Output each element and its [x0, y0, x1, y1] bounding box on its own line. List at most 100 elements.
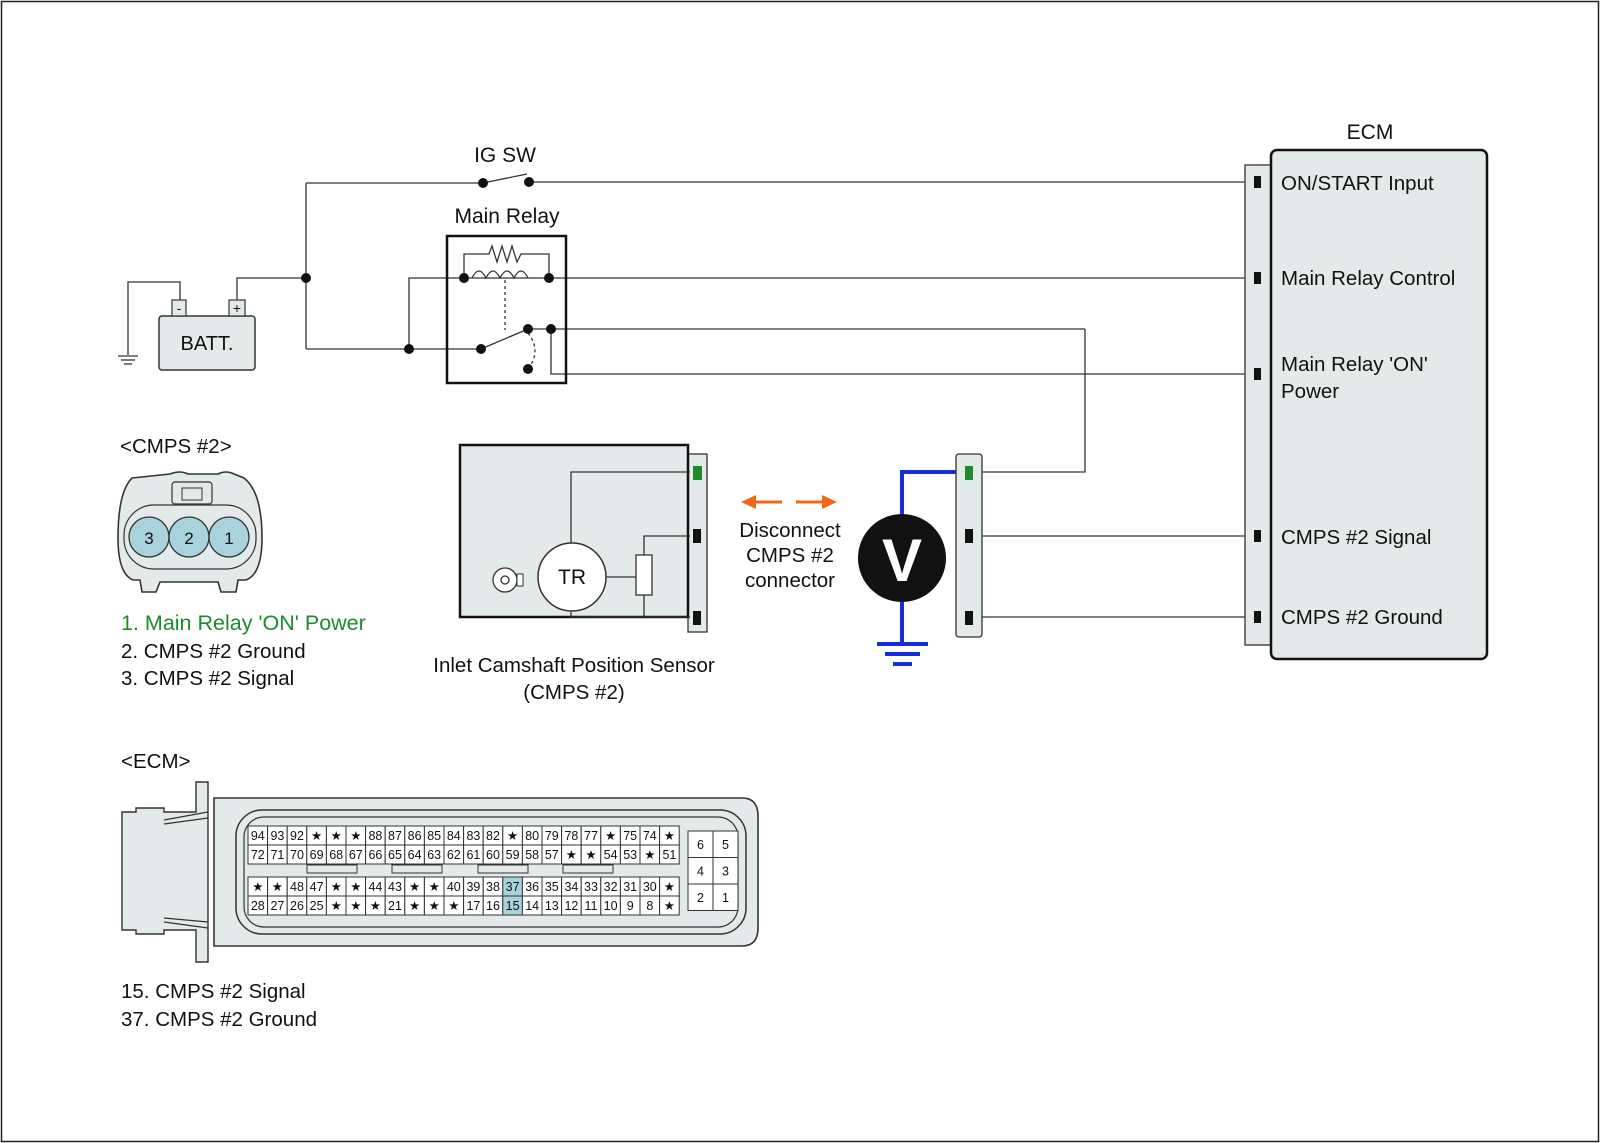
- ecm-side-cell: [712, 830, 739, 858]
- cmps-pin-1: 1: [224, 529, 233, 548]
- ecm-pin-cmps-ground: CMPS #2 Ground: [1281, 606, 1443, 629]
- ecm-pin-label: ★: [429, 899, 440, 913]
- ecm-pin-relay-control: Main Relay Control: [1281, 267, 1455, 290]
- ecm-pin-label: 15: [506, 899, 520, 913]
- ecm-pin-label: ★: [664, 880, 675, 894]
- ecm-pin-label: ★: [350, 829, 361, 843]
- ecm-pin-label: 8: [646, 899, 653, 913]
- ecm-pin-label: 37: [506, 880, 520, 894]
- ecm-pin-label: 51: [662, 848, 676, 862]
- ecm-legend-2: 37. CMPS #2 Ground: [121, 1008, 317, 1031]
- ecm-pin-label: 70: [290, 848, 304, 862]
- ecm-pin-label: 30: [643, 880, 657, 894]
- ecm-pin-label: ★: [331, 829, 342, 843]
- ecm-pin-label: 85: [427, 829, 441, 843]
- ecm-pin-label: 13: [545, 899, 559, 913]
- ecm-pin-label: 94: [251, 829, 265, 843]
- ecm-pin-label: 10: [604, 899, 618, 913]
- ecm-side-label: 3: [722, 865, 729, 879]
- ecm-pin-label: 9: [627, 899, 634, 913]
- ecm-pin-label: 16: [486, 899, 500, 913]
- ecm-pin-label: ★: [311, 829, 322, 843]
- ecm-pin-label: 93: [270, 829, 284, 843]
- ecm-side-label: 4: [697, 865, 704, 879]
- cmps-sensor: TR Inlet Camshaft Position Sensor (CMPS …: [433, 443, 715, 704]
- ecm-pin-label: 32: [604, 880, 618, 894]
- ecm-pin-label: ★: [409, 899, 420, 913]
- ecm-pin-label: 44: [368, 880, 382, 894]
- cmps-pin-2: 2: [184, 529, 193, 548]
- ecm-pin-label: 53: [623, 848, 637, 862]
- ecm-pin-label: ★: [664, 829, 675, 843]
- ecm-pin-label: 28: [251, 899, 265, 913]
- ecm-pin-label: 66: [368, 848, 382, 862]
- wires: [118, 173, 1256, 618]
- main-relay-label: Main Relay: [454, 205, 560, 228]
- battery: - + BATT.: [158, 299, 256, 371]
- cmps-legend-3: 3. CMPS #2 Signal: [121, 667, 294, 690]
- ecm-pin-label: 39: [466, 880, 480, 894]
- sensor-name-2: (CMPS #2): [523, 681, 624, 704]
- ecm-pin-label: 78: [564, 829, 578, 843]
- ecm-pin-label: 54: [604, 848, 618, 862]
- ecm-pin-label: 35: [545, 880, 559, 894]
- ecm-pin-label: 21: [388, 899, 402, 913]
- ecm-pin-label: ★: [370, 899, 381, 913]
- ecm-pin-label: ★: [331, 899, 342, 913]
- ecm-pin-cell: [659, 895, 680, 916]
- ecm-pin-relay-on-power: Main Relay 'ON': [1281, 353, 1428, 376]
- ecm-pin-label: 57: [545, 848, 559, 862]
- ecm-pin-label: 68: [329, 848, 343, 862]
- ecm-pin-label: 72: [251, 848, 265, 862]
- ecm-pin-label: ★: [350, 899, 361, 913]
- ecm-pin-label: 65: [388, 848, 402, 862]
- ecm-pin-relay-on-power-2: Power: [1281, 380, 1339, 403]
- disconnect-text-2: CMPS #2: [746, 544, 834, 567]
- ecm-side-cell: [687, 857, 714, 885]
- disconnect-arrows: Disconnect CMPS #2 connector: [739, 495, 841, 592]
- battery-label: BATT.: [181, 333, 234, 355]
- ecm-pin-label: 84: [447, 829, 461, 843]
- ecm-pin-label: 60: [486, 848, 500, 862]
- ecm-pin-label: 11: [585, 899, 598, 913]
- battery-minus: -: [177, 300, 182, 316]
- ecm-pin-label: 75: [623, 829, 637, 843]
- ecm-pin-label: 88: [368, 829, 382, 843]
- ecm-pin-label: ★: [350, 880, 361, 894]
- ecm-side-label: 1: [722, 891, 729, 905]
- ecm-pin-label: 59: [506, 848, 520, 862]
- ecm-side-label: 5: [722, 838, 729, 852]
- ecm-pin-label: 64: [408, 848, 422, 862]
- ecm-pin-label: 34: [564, 880, 578, 894]
- ecm-pin-label: 33: [584, 880, 598, 894]
- ecm-pin-label: ★: [644, 848, 655, 862]
- sensor-tr-label: TR: [558, 566, 586, 589]
- ecm-pin-label: 12: [564, 899, 578, 913]
- ecm-title: ECM: [1347, 121, 1394, 144]
- ecm-pin-label: 79: [545, 829, 559, 843]
- ecm-pin-label: ★: [429, 880, 440, 894]
- ecm-pin-label: 47: [310, 880, 324, 894]
- ecm-module: ECM ON/START Input Main Relay Control Ma…: [1244, 121, 1489, 661]
- ecm-pin-cell: [659, 844, 680, 865]
- disconnect-text-1: Disconnect: [739, 519, 841, 542]
- cmps-pin-3: 3: [144, 529, 153, 548]
- ecm-pin-label: 92: [290, 829, 304, 843]
- ecm-pin-label: 67: [349, 848, 363, 862]
- ecm-pin-label: 17: [466, 899, 480, 913]
- ecm-pin-label: 58: [525, 848, 539, 862]
- ecm-pin-label: 48: [290, 880, 304, 894]
- ecm-pin-label: 43: [388, 880, 402, 894]
- junction-dots: [301, 177, 556, 374]
- voltmeter-label: V: [882, 527, 922, 594]
- ecm-pin-label: 63: [427, 848, 441, 862]
- ecm-pin-label: ★: [507, 829, 518, 843]
- ecm-pin-label: ★: [585, 848, 596, 862]
- sensor-name: Inlet Camshaft Position Sensor: [433, 654, 715, 677]
- main-relay-box: [445, 234, 568, 385]
- cmps-legend-1: 1. Main Relay 'ON' Power: [121, 611, 366, 635]
- ecm-pin-label: ★: [605, 829, 616, 843]
